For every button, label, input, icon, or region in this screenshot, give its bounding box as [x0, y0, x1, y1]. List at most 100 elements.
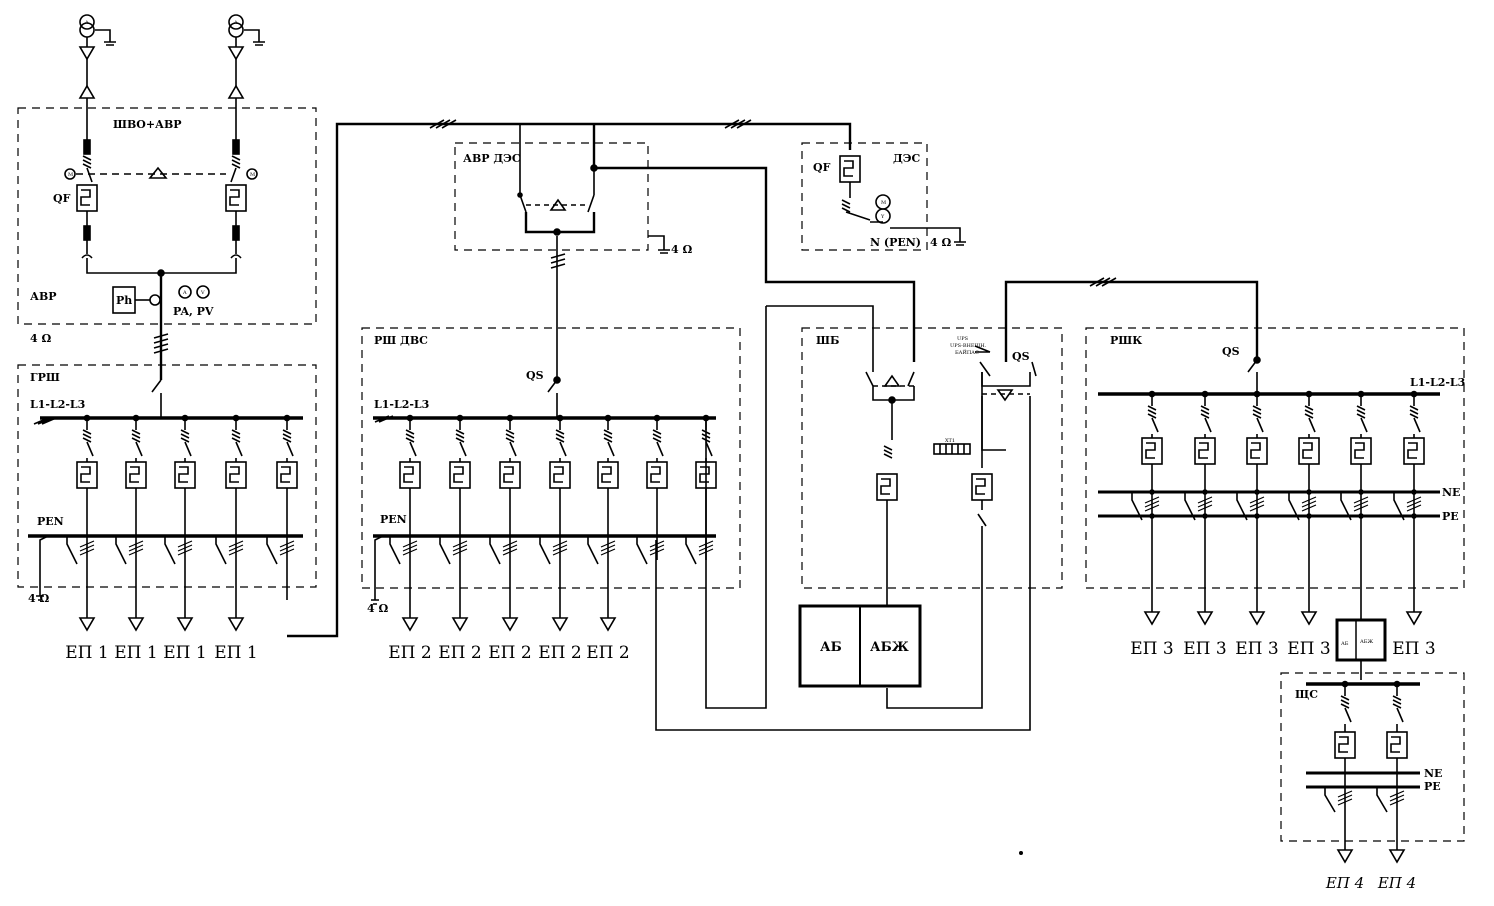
source-right — [227, 14, 265, 140]
feeder-rsh-dvs — [389, 414, 421, 632]
load-ep4: ЕП 4 — [1325, 874, 1364, 892]
feeder-shs — [1376, 680, 1408, 864]
label-ups1: UPS — [957, 336, 969, 342]
feeder-rsh-dvs — [636, 414, 668, 565]
load-ep3: ЕП 3 — [1287, 639, 1330, 659]
load-ep3: ЕП 3 — [1183, 639, 1226, 659]
load-ep2: ЕП 2 — [538, 643, 581, 663]
feeder-rshk — [1236, 390, 1268, 626]
label-source-left-a: A — [84, 20, 89, 26]
label-qs-shb: QS — [1012, 350, 1030, 363]
label-gen-des: Y — [880, 214, 885, 220]
label-motor-right: M — [250, 172, 255, 178]
frame-grsh — [17, 364, 317, 588]
label-qf-left: QF — [53, 192, 71, 205]
label-ab-small: АБ — [1341, 641, 1349, 647]
label-l123-grsh: L1-L2-L3 — [30, 398, 85, 411]
feeder-grsh — [164, 414, 196, 632]
shb-internals — [655, 305, 1037, 731]
load-ep2: ЕП 2 — [488, 643, 531, 663]
label-ohm-2: 4 Ω — [28, 592, 49, 605]
label-ohm-3: 4 Ω — [671, 243, 692, 256]
label-abzh-small: АБЖ — [1360, 639, 1373, 645]
load-ep1: ЕП 1 — [65, 643, 108, 663]
label-l123-rshk: L1-L2-L3 — [1410, 376, 1465, 389]
load-ep1: ЕП 1 — [114, 643, 157, 663]
frame-shvo — [17, 107, 317, 325]
load-ep2: ЕП 2 — [388, 643, 431, 663]
feeder-grsh — [215, 414, 247, 632]
cable-ticks — [429, 119, 1117, 287]
label-avr-des: АВР ДЭС — [463, 152, 521, 165]
label-pa-pv: PA, PV — [173, 305, 214, 318]
load-ep1: ЕП 1 — [214, 643, 257, 663]
label-pen-grsh: PEN — [37, 515, 64, 528]
feeder-grsh — [266, 414, 298, 600]
label-ohm-5: 4 Ω — [367, 602, 388, 615]
frame-avr-des — [454, 142, 649, 251]
des-internals — [839, 155, 966, 246]
label-ne-shs: NE — [1424, 767, 1442, 780]
label-shs: ЩС — [1295, 688, 1318, 701]
label-qs-rshk: QS — [1222, 345, 1240, 358]
load-ep2: ЕП 2 — [586, 643, 629, 663]
load-ep3: ЕП 3 — [1392, 639, 1435, 659]
label-ne: NE — [1442, 486, 1460, 499]
frame-shb — [801, 327, 1063, 589]
label-ab: АБ — [820, 640, 842, 655]
feeder-rsh-dvs — [685, 414, 717, 565]
battery-box — [798, 604, 922, 688]
feeder-rshk — [1288, 390, 1320, 626]
load-ep2: ЕП 2 — [438, 643, 481, 663]
frame-shs — [1280, 672, 1465, 842]
shvo-internals — [64, 139, 258, 380]
label-ph: Ph — [116, 294, 132, 307]
feeder-grsh — [66, 414, 98, 632]
label-ups2: UPS-ВНЕШН. — [950, 343, 987, 349]
label-ammeter: A — [182, 290, 187, 296]
label-xt1: XT1 — [945, 438, 955, 444]
load-ep4: ЕП 4 — [1377, 874, 1416, 892]
dashed-frames — [17, 107, 1465, 842]
feeder-rshk — [1131, 390, 1163, 626]
load-ep1: ЕП 1 — [163, 643, 206, 663]
label-source-right-a: A — [233, 20, 238, 26]
avr-des-internals — [517, 124, 670, 254]
label-voltmeter: V — [200, 290, 205, 296]
label-motor-des: M — [881, 200, 886, 206]
feeder-branches — [66, 390, 1425, 864]
label-pe: PE — [1442, 510, 1459, 523]
label-rshk: РШК — [1110, 334, 1142, 347]
label-ups3: БАЙПАС — [955, 348, 979, 356]
label-shb: ШБ — [816, 334, 839, 347]
frame-rsh-dvs — [361, 327, 741, 589]
label-ohm-4: 4 Ω — [930, 236, 951, 249]
source-left — [78, 14, 116, 140]
label-grsh: ГРШ — [30, 371, 60, 384]
feeder-grsh — [115, 414, 147, 632]
feeder-rsh-dvs — [539, 414, 571, 632]
label-motor-left: M — [68, 172, 73, 178]
label-qs-dvs: QS — [526, 369, 544, 382]
label-abzh: АБЖ — [870, 640, 909, 655]
label-qf-des: QF — [813, 161, 831, 174]
label-pen-dvs: PEN — [380, 513, 407, 526]
feeder-rsh-dvs — [439, 414, 471, 632]
feeder-shs — [1324, 680, 1356, 864]
stray-dot — [1019, 851, 1023, 855]
label-n-pen: N (PEN) — [870, 236, 921, 249]
label-avr: АВР — [30, 290, 57, 303]
label-des: ДЭС — [893, 152, 921, 165]
feeder-lines — [287, 122, 1259, 638]
frame-rshk — [1085, 327, 1465, 589]
frame-des — [801, 142, 928, 251]
label-shvo: ШВО+АВР — [113, 118, 182, 131]
load-ep3: ЕП 3 — [1130, 639, 1173, 659]
feeder-rshk — [1393, 390, 1425, 626]
feeder-rsh-dvs — [489, 414, 521, 632]
feeder-rsh-dvs — [587, 414, 619, 632]
load-ep3: ЕП 3 — [1235, 639, 1278, 659]
